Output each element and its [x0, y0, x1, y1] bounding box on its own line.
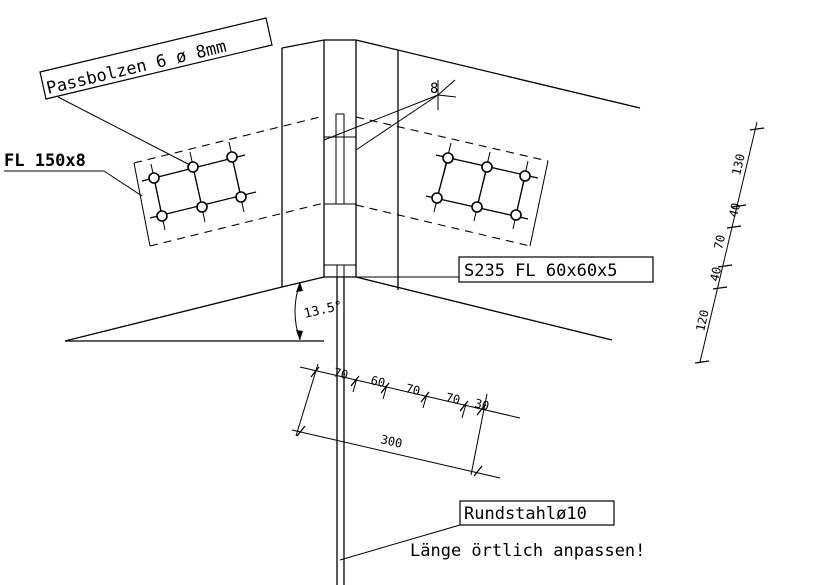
dim-300: 300: [379, 432, 403, 451]
dim-70-c: 70: [444, 390, 461, 407]
bolt-hole-icon: [519, 170, 531, 182]
left-plate-dashed: [133, 115, 325, 247]
bolt-hole-icon: [431, 192, 443, 204]
beam-outlines: [64, 39, 641, 585]
bolt-hole-icon: [510, 209, 522, 221]
s235-label: S235 FL 60x60x5: [464, 261, 618, 281]
dim-130: 130: [729, 152, 748, 176]
left-bolt-group: [141, 141, 257, 231]
rundstahl-label: Rundstahlø10: [464, 504, 587, 524]
fl-150x8-label: FL 150x8: [4, 151, 86, 171]
weld-symbol: 8: [323, 79, 457, 151]
dim-70-b: 70: [404, 381, 421, 398]
bolt-hole-icon: [235, 191, 247, 203]
s235-callout: S235 FL 60x60x5: [344, 256, 654, 283]
right-plate-dashed: [355, 116, 549, 247]
bolt-hole-icon: [148, 172, 160, 184]
bolt-hole-icon: [471, 201, 483, 213]
rundstahl-callout: Rundstahlø10 Länge örtlich anpassen!: [339, 500, 645, 561]
dim-40-a: 40: [726, 201, 743, 218]
angle-label: 13.5°: [303, 298, 345, 321]
weld-size-label: 8: [430, 81, 438, 97]
bolt-hole-icon: [481, 161, 493, 173]
bolt-hole-icon: [442, 152, 454, 164]
fl-150x8-callout: FL 150x8: [4, 151, 143, 197]
bolt-hole-icon: [226, 151, 238, 163]
bolt-hole-icon: [196, 201, 208, 213]
bolt-hole-icon: [187, 161, 199, 173]
right-bolt-group: [425, 142, 539, 230]
dim-70-a: 70: [332, 365, 349, 382]
vertical-dimensions: 130 40 70 40 120: [693, 121, 765, 364]
bolt-hole-icon: [156, 210, 168, 222]
dim-70-v: 70: [711, 233, 728, 250]
laenge-label: Länge örtlich anpassen!: [410, 541, 645, 561]
dim-40-b: 40: [707, 265, 724, 282]
dim-120: 120: [693, 308, 712, 332]
horizontal-dimensions: 70 60 70 70 30 300: [291, 363, 521, 479]
passbolzen-callout: Passbolzen 6 ø 8mm: [39, 17, 273, 166]
dim-60: 60: [369, 373, 386, 390]
dim-30: 30: [473, 396, 490, 413]
